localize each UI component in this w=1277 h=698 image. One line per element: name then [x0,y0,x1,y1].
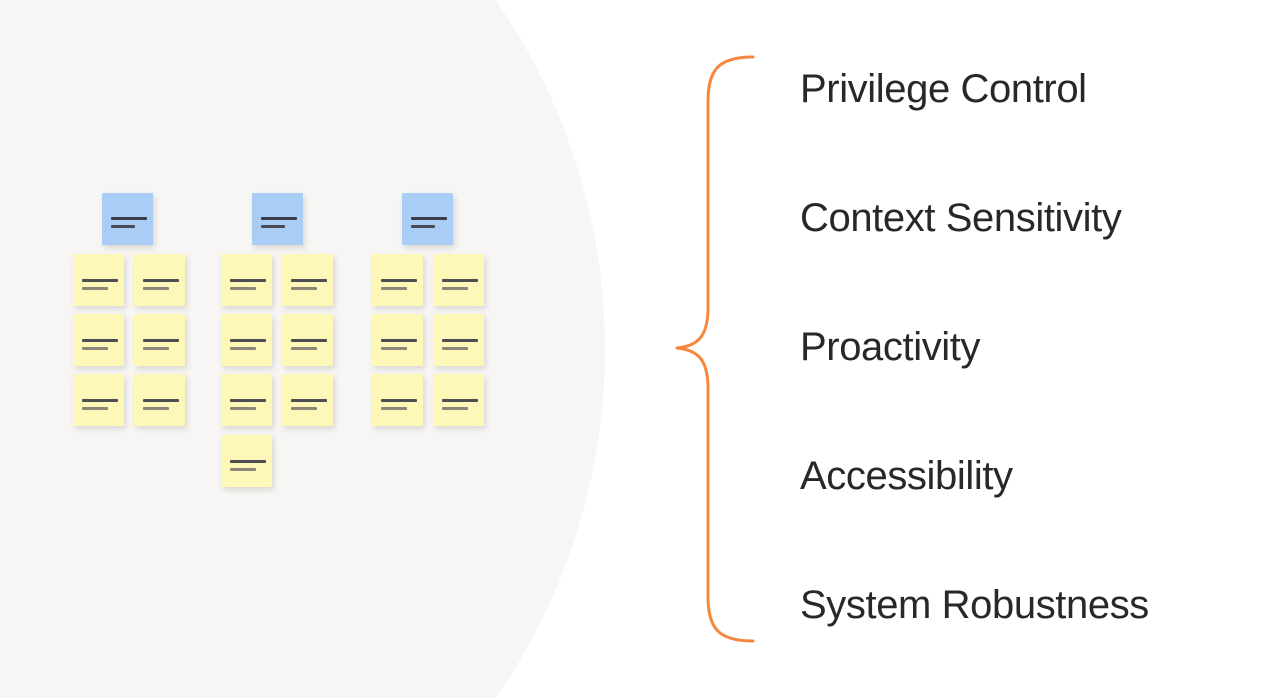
sticky-note[interactable] [433,254,484,306]
sticky-note[interactable] [73,314,124,366]
note-text-line-secondary [143,407,169,410]
note-text-line-secondary [381,347,407,350]
note-text-line-secondary [143,287,169,290]
note-text-line-secondary [82,287,108,290]
note-text-line-secondary [111,225,135,228]
note-text-line-primary [143,339,179,342]
sticky-note[interactable] [282,374,333,426]
sticky-note[interactable] [372,314,423,366]
sticky-note-group-1 [58,0,248,698]
sticky-note[interactable] [134,254,185,306]
note-text-line-secondary [143,347,169,350]
note-text-line-secondary [261,225,285,228]
sticky-note[interactable] [134,374,185,426]
note-text-line-primary [291,279,327,282]
note-text-line-primary [230,460,266,463]
sticky-note[interactable] [221,435,272,487]
sticky-note[interactable] [134,314,185,366]
note-text-line-primary [291,339,327,342]
note-text-line-primary [411,217,447,220]
sticky-note[interactable] [73,374,124,426]
note-text-line-primary [230,279,266,282]
sticky-note-board [0,0,620,698]
note-text-line-primary [230,339,266,342]
sticky-note-group-3 [358,0,548,698]
note-text-line-secondary [82,347,108,350]
note-text-line-secondary [291,347,317,350]
note-text-line-primary [111,217,147,220]
note-text-line-secondary [442,347,468,350]
note-text-line-primary [143,279,179,282]
sticky-note[interactable] [221,314,272,366]
note-text-line-primary [82,339,118,342]
sticky-note-header-1[interactable] [102,193,153,245]
sticky-note[interactable] [282,254,333,306]
sticky-note[interactable] [73,254,124,306]
note-text-line-secondary [291,287,317,290]
note-text-line-secondary [442,287,468,290]
note-text-line-primary [442,339,478,342]
note-text-line-primary [82,279,118,282]
sticky-note[interactable] [372,374,423,426]
note-text-line-primary [381,399,417,402]
note-text-line-secondary [230,347,256,350]
note-text-line-primary [291,399,327,402]
note-text-line-primary [230,399,266,402]
sticky-note-header-2[interactable] [252,193,303,245]
note-text-line-secondary [230,407,256,410]
sticky-note[interactable] [372,254,423,306]
note-text-line-secondary [381,287,407,290]
note-text-line-primary [381,339,417,342]
dimension-label-accessibility[interactable]: Accessibility [800,454,1013,498]
note-text-line-secondary [381,407,407,410]
note-text-line-secondary [230,468,256,471]
curly-brace-icon [675,55,755,643]
sticky-note[interactable] [282,314,333,366]
note-text-line-primary [82,399,118,402]
note-text-line-secondary [411,225,435,228]
sticky-note[interactable] [221,374,272,426]
note-text-line-primary [261,217,297,220]
note-text-line-primary [143,399,179,402]
dimension-label-proactivity[interactable]: Proactivity [800,325,981,369]
dimension-label-system-robustness[interactable]: System Robustness [800,583,1149,627]
sticky-note[interactable] [433,374,484,426]
note-text-line-secondary [230,287,256,290]
sticky-note[interactable] [433,314,484,366]
sticky-note-header-3[interactable] [402,193,453,245]
dimension-label-context-sensitivity[interactable]: Context Sensitivity [800,196,1122,240]
dimension-label-privilege-control[interactable]: Privilege Control [800,67,1087,111]
sticky-note-group-2 [208,0,398,698]
note-text-line-secondary [442,407,468,410]
note-text-line-primary [442,399,478,402]
note-text-line-secondary [82,407,108,410]
note-text-line-primary [381,279,417,282]
sticky-note[interactable] [221,254,272,306]
note-text-line-primary [442,279,478,282]
note-text-line-secondary [291,407,317,410]
dimension-label-list: Privilege Control Context Sensitivity Pr… [800,0,1270,698]
